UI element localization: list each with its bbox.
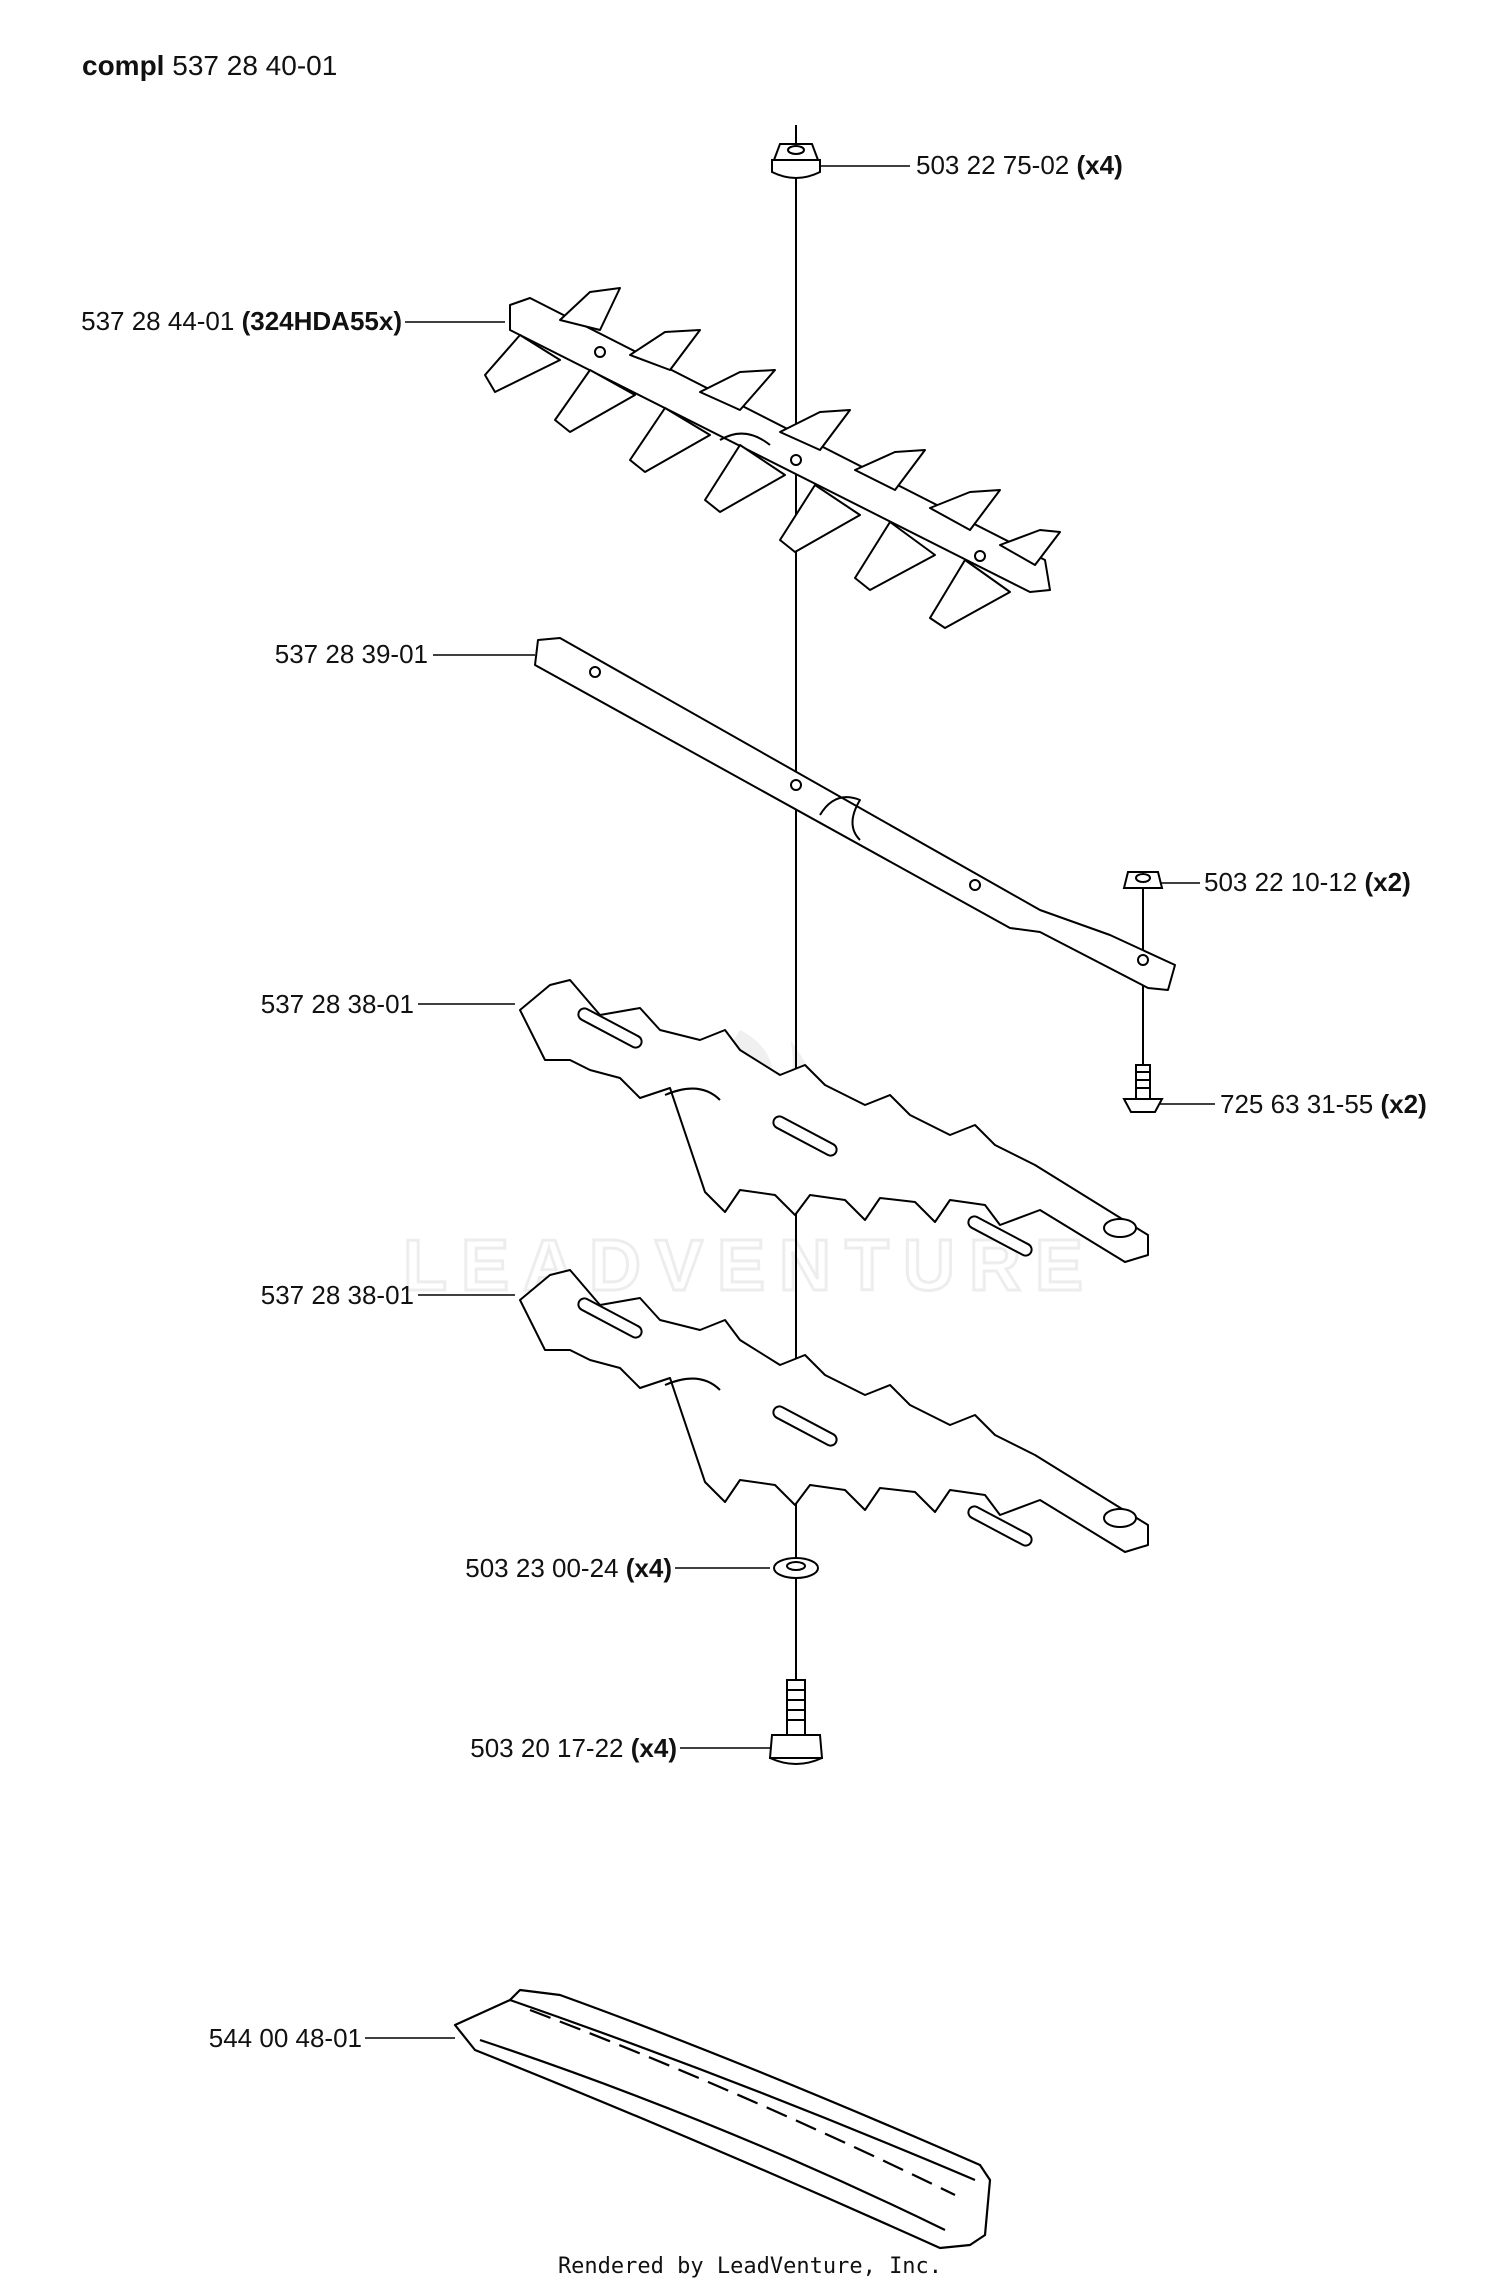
assembly-title-bold: compl <box>82 50 165 81</box>
small-screw-part <box>1122 1064 1164 1113</box>
middle-blade-1-part <box>519 979 1149 1263</box>
assembly-title: compl 537 28 40-01 <box>82 50 337 82</box>
part-label-blade-mid-1[interactable]: 537 28 38-01 <box>260 989 414 1019</box>
bolt-part <box>768 1679 824 1765</box>
watermark-text: LEADVENTURE <box>403 1226 1097 1306</box>
part-label-blade-upper[interactable]: 537 28 44-01 (324HDA55x) <box>81 306 402 336</box>
render-credit: Rendered by LeadVenture, Inc. <box>557 2254 943 2279</box>
part-label-washer[interactable]: 503 23 00-24 (x4) <box>465 1553 672 1583</box>
part-label-screw-small[interactable]: 725 63 31-55 (x2) <box>1220 1089 1427 1119</box>
part-label-guide-bar[interactable]: 537 28 39-01 <box>274 639 428 669</box>
upper-blade-part <box>484 287 1061 629</box>
assembly-number: 537 28 40-01 <box>172 50 338 81</box>
part-label-nut-top[interactable]: 503 22 75-02 (x4) <box>916 150 1123 180</box>
part-label-bolt[interactable]: 503 20 17-22 (x4) <box>470 1733 677 1763</box>
part-label-nut-small[interactable]: 503 22 10-12 (x2) <box>1204 867 1411 897</box>
small-nut-part <box>1122 871 1164 889</box>
blade-guard-part <box>453 1988 992 2250</box>
middle-blade-2-part <box>519 1269 1149 1553</box>
part-label-blade-mid-2[interactable]: 537 28 38-01 <box>260 1280 414 1310</box>
guide-bar-part <box>534 637 1176 991</box>
washer-part <box>773 1557 819 1579</box>
flange-nut-part <box>771 143 821 179</box>
part-label-blade-guard[interactable]: 544 00 48-01 <box>208 2023 362 2053</box>
